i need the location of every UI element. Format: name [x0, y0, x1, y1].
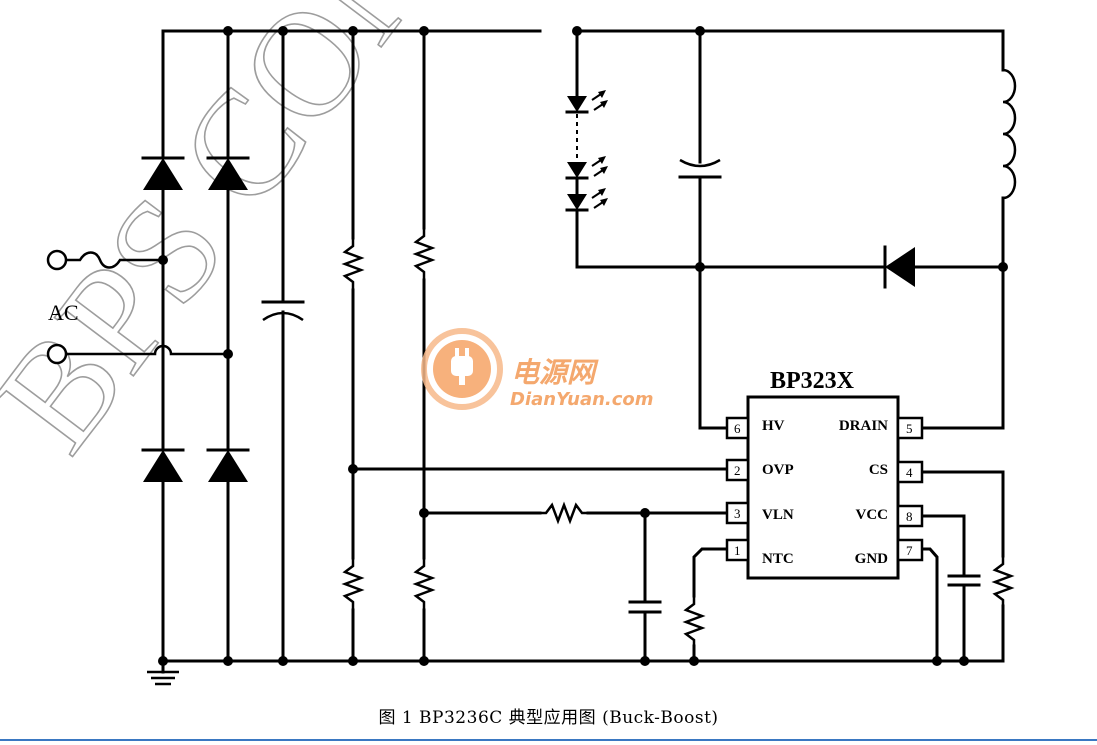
vln-filter-capacitor — [628, 511, 662, 663]
led-string — [565, 29, 608, 269]
pin-vcc-name: VCC — [856, 507, 889, 523]
pin-vcc-number: 8 — [906, 509, 913, 524]
ac-line-2 — [66, 344, 228, 356]
pin-gnd-number: 7 — [906, 543, 913, 558]
pin-ovp-number: 2 — [734, 463, 741, 478]
pin-vln-name: VLN — [762, 507, 794, 523]
resistor-vln-lower — [412, 558, 436, 610]
bottom-rule — [0, 739, 1097, 741]
diode-bridge-d3 — [141, 448, 185, 482]
diode-bridge-d2 — [206, 156, 250, 190]
resistor-ovp-upper — [341, 238, 365, 290]
pin-gnd-name: GND — [855, 551, 889, 567]
output-capacitor — [678, 29, 729, 430]
pin-ovp-name: OVP — [762, 462, 794, 478]
logo-cn-text: 电源网 — [511, 356, 599, 389]
pin-ntc-number: 1 — [734, 543, 741, 558]
freewheel-diode — [883, 245, 1005, 289]
ac-input-terminal-1 — [46, 249, 68, 271]
ac-label: AC — [48, 300, 79, 325]
pin-cs-name: CS — [869, 462, 888, 478]
ntc-resistor — [682, 547, 729, 663]
figure-caption: 图 1 BP3236C 典型应用图 (Buck-Boost) — [378, 708, 719, 728]
pin-cs-number: 4 — [906, 465, 913, 480]
junction-dots — [158, 26, 1008, 666]
vln-wire — [422, 501, 729, 525]
logo-en-text: DianYuan.com — [510, 389, 654, 410]
pin-drain-number: 5 — [906, 421, 913, 436]
ac-input-terminal-2 — [46, 343, 68, 365]
resistor-ovp-lower — [341, 558, 365, 610]
pin-vln-number: 3 — [734, 506, 741, 521]
gnd-wire — [920, 547, 939, 663]
plug-icon — [451, 356, 473, 376]
resistor-vln-upper — [412, 228, 436, 280]
pin-drain-name: DRAIN — [839, 418, 888, 434]
inductor — [920, 29, 1017, 430]
pin-ntc-name: NTC — [762, 551, 794, 567]
chip-name: BP323X — [770, 368, 855, 394]
pin-hv-number: 6 — [734, 421, 741, 436]
diode-bridge-d1 — [141, 156, 185, 190]
cs-sense-resistor — [920, 470, 1015, 663]
pin-hv-name: HV — [762, 418, 785, 434]
fuse — [66, 251, 163, 269]
bulk-capacitor — [261, 29, 305, 663]
vcc-capacitor — [920, 514, 981, 663]
diode-bridge-d4 — [206, 448, 250, 482]
dianyuan-logo: 电源网 DianYuan.com — [421, 328, 654, 410]
schematic-diagram: BPS CONFI AC — [0, 0, 1017, 686]
ic-chip — [725, 395, 924, 580]
